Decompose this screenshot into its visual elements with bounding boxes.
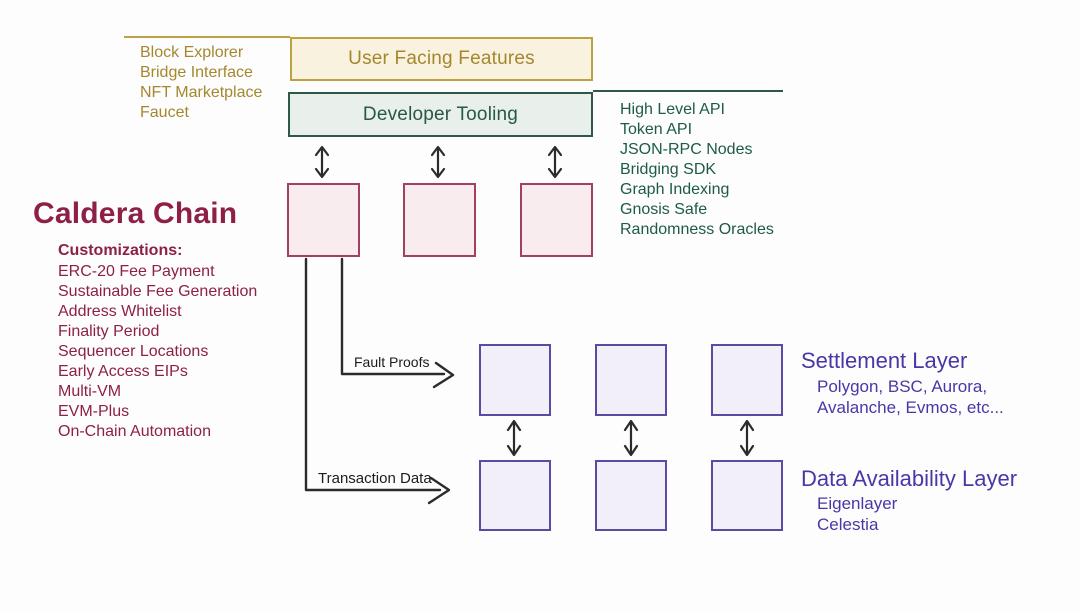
- settlement-layer-title: Settlement Layer: [801, 348, 968, 373]
- rollup-node-square-3: [520, 183, 593, 257]
- list-item: Bridging SDK: [620, 161, 717, 178]
- list-item: Sequencer Locations: [58, 343, 209, 360]
- list-item: Celestia: [817, 515, 879, 534]
- rollup-node-square-2: [403, 183, 476, 257]
- settlement-layer-examples: Polygon, BSC, Aurora, Avalanche, Evmos, …: [817, 376, 1004, 418]
- list-item: Graph Indexing: [620, 181, 730, 198]
- data-availability-square-1: [479, 460, 551, 531]
- double-arrow-icon: [623, 419, 639, 457]
- transaction-data-label: Transaction Data: [318, 470, 432, 487]
- list-item: ERC-20 Fee Payment: [58, 263, 215, 280]
- list-item: Gnosis Safe: [620, 201, 708, 218]
- list-item: High Level API: [620, 101, 725, 118]
- double-arrow-icon: [506, 419, 522, 457]
- double-arrow-icon: [430, 145, 446, 179]
- list-item: Faucet: [140, 104, 189, 121]
- list-item: Sustainable Fee Generation: [58, 283, 258, 300]
- fault-proofs-label: Fault Proofs: [354, 354, 430, 370]
- list-item: NFT Marketplace: [140, 84, 263, 101]
- list-item: Token API: [620, 121, 693, 138]
- data-availability-layer-examples: Eigenlayer Celestia: [817, 493, 897, 535]
- customizations-list: ERC-20 Fee Payment Sustainable Fee Gener…: [58, 262, 257, 442]
- list-item: Bridge Interface: [140, 64, 253, 81]
- developer-tooling-title: Developer Tooling: [362, 103, 519, 125]
- data-availability-layer-title: Data Availability Layer: [801, 466, 1018, 491]
- list-item: Multi-VM: [58, 383, 122, 400]
- rollup-node-square-1: [287, 183, 360, 257]
- list-item: Avalanche, Evmos, etc...: [817, 398, 1004, 417]
- customizations-label: Customizations:: [58, 242, 183, 259]
- caldera-chain-title: Caldera Chain: [33, 197, 238, 230]
- list-item: JSON-RPC Nodes: [620, 141, 753, 158]
- list-item: Address Whitelist: [58, 303, 182, 320]
- list-item: Block Explorer: [140, 44, 244, 61]
- transaction-data-arrow: [304, 257, 451, 505]
- data-availability-square-2: [595, 460, 667, 531]
- developer-tooling-box: Developer Tooling: [288, 92, 593, 137]
- list-item: Finality Period: [58, 323, 160, 340]
- double-arrow-icon: [739, 419, 755, 457]
- user-facing-features-box: User Facing Features: [290, 37, 593, 81]
- fault-proofs-arrow: [340, 257, 455, 389]
- list-item: EVM-Plus: [58, 403, 130, 420]
- double-arrow-icon: [547, 145, 563, 179]
- settlement-square-2: [595, 344, 667, 416]
- user-facing-connector-line: [124, 36, 290, 38]
- double-arrow-icon: [314, 145, 330, 179]
- list-item: Polygon, BSC, Aurora,: [817, 377, 988, 396]
- developer-tooling-list: High Level API Token API JSON-RPC Nodes …: [620, 100, 774, 240]
- user-facing-features-list: Block Explorer Bridge Interface NFT Mark…: [140, 43, 262, 123]
- list-item: Randomness Oracles: [620, 221, 774, 238]
- settlement-square-1: [479, 344, 551, 416]
- developer-tooling-connector-line: [593, 90, 783, 92]
- data-availability-square-3: [711, 460, 783, 531]
- user-facing-features-title: User Facing Features: [348, 48, 535, 69]
- list-item: Eigenlayer: [817, 494, 898, 513]
- list-item: Early Access EIPs: [58, 363, 188, 380]
- settlement-square-3: [711, 344, 783, 416]
- list-item: On-Chain Automation: [58, 423, 211, 440]
